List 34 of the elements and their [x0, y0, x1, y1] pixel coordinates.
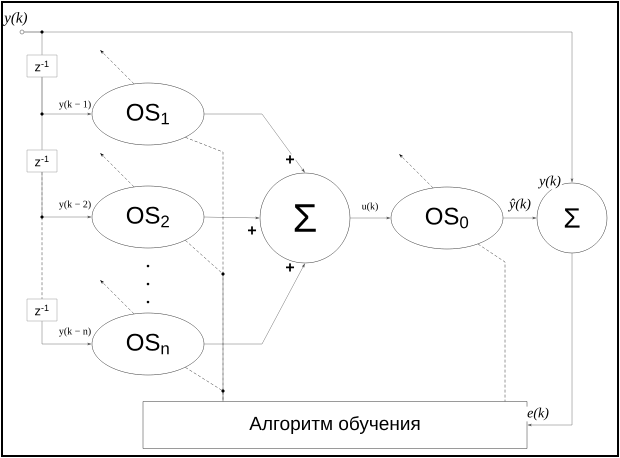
- arrow: [528, 253, 572, 426]
- arrow: [42, 172, 92, 218]
- edge-label: +: [286, 263, 294, 272]
- delay-box: z$^{-1}$: [26, 150, 58, 172]
- edge-label: y(k − n): [58, 327, 91, 337]
- dashed-line: [478, 244, 506, 402]
- arrow: [24, 32, 574, 182]
- dashed-arrow: [399, 154, 434, 188]
- edge-label: e(k): [528, 408, 548, 420]
- edge-label: +: [248, 226, 256, 234]
- dashed-line: [185, 367, 224, 402]
- delay-box: z$^{-1}$: [26, 54, 58, 78]
- learning-algorithm-box: Алгоритм обучения: [142, 401, 528, 449]
- signal-label: y(k): [2, 12, 28, 26]
- arrow: [204, 264, 305, 344]
- edge-label: u(k): [362, 202, 378, 212]
- arrow: [42, 77, 92, 116]
- dashed-line: [185, 137, 224, 402]
- input-terminal: [20, 30, 24, 34]
- arrow: [204, 114, 305, 172]
- arrow: [350, 216, 390, 220]
- dashed-arrow: [100, 280, 134, 314]
- dashed-line: [185, 240, 224, 402]
- edge-label: ŷ(k): [508, 198, 530, 212]
- edge-label: +: [286, 155, 294, 164]
- delay-box: z$^{-1}$: [26, 298, 58, 322]
- edge-label: y(k): [538, 176, 560, 188]
- arrow: [503, 216, 536, 220]
- arrow: [42, 321, 92, 346]
- edge-label: y(k − 1): [58, 100, 91, 110]
- dashed-arrow: [100, 50, 134, 84]
- dashed-arrow: [100, 153, 134, 187]
- edge-label: y(k − 2): [58, 200, 91, 210]
- arrow: [204, 216, 260, 220]
